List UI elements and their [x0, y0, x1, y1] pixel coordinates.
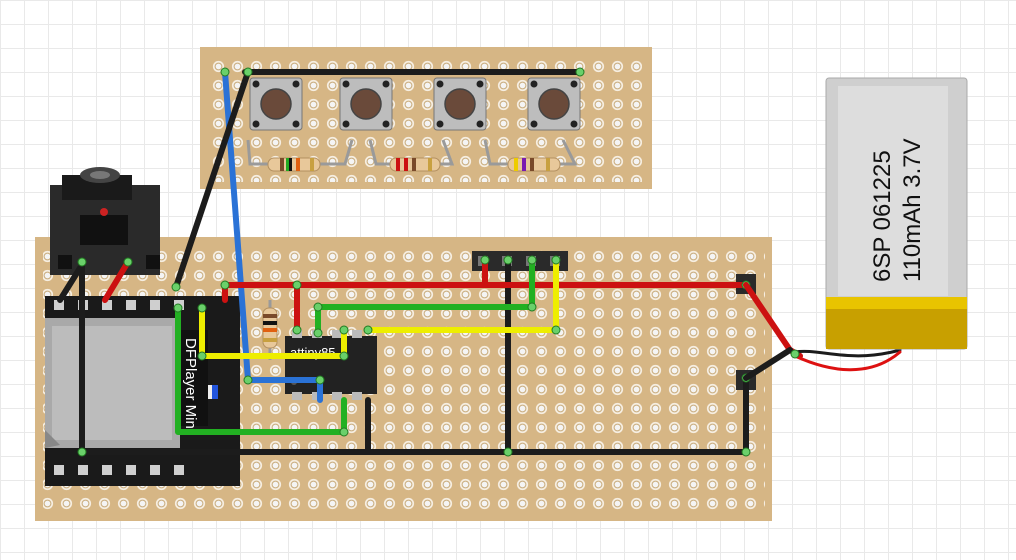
battery-leads [743, 282, 902, 381]
battery-model-label: 6SP 061225 [869, 150, 896, 282]
resistor-icon [262, 300, 278, 360]
audio-jack-icon [50, 167, 160, 275]
dfplayer-module [45, 296, 240, 486]
battery-spec-label: 110mAh 3.7V [899, 138, 926, 282]
dfplayer-label-group: DFPlayer Mini [182, 338, 199, 432]
dfplayer-label: DFPlayer Mini [182, 338, 199, 432]
wire-end-dots [77, 67, 751, 457]
push-button-icon [527, 77, 581, 131]
resistor-legs [246, 139, 578, 166]
wire-green [175, 257, 535, 435]
battery-icon [825, 77, 968, 350]
push-button-icon [339, 77, 393, 131]
push-button-icon [249, 77, 303, 131]
resistor-icon [267, 157, 321, 172]
battery-label-group: 6SP 061225 110mAh 3.7V [869, 138, 926, 282]
wire-blue [222, 69, 323, 403]
push-button-icon [433, 77, 487, 131]
wire-black [57, 69, 749, 455]
resistor-icon [507, 157, 561, 172]
resistor-icon [389, 157, 441, 172]
microchip-icon [285, 330, 377, 400]
